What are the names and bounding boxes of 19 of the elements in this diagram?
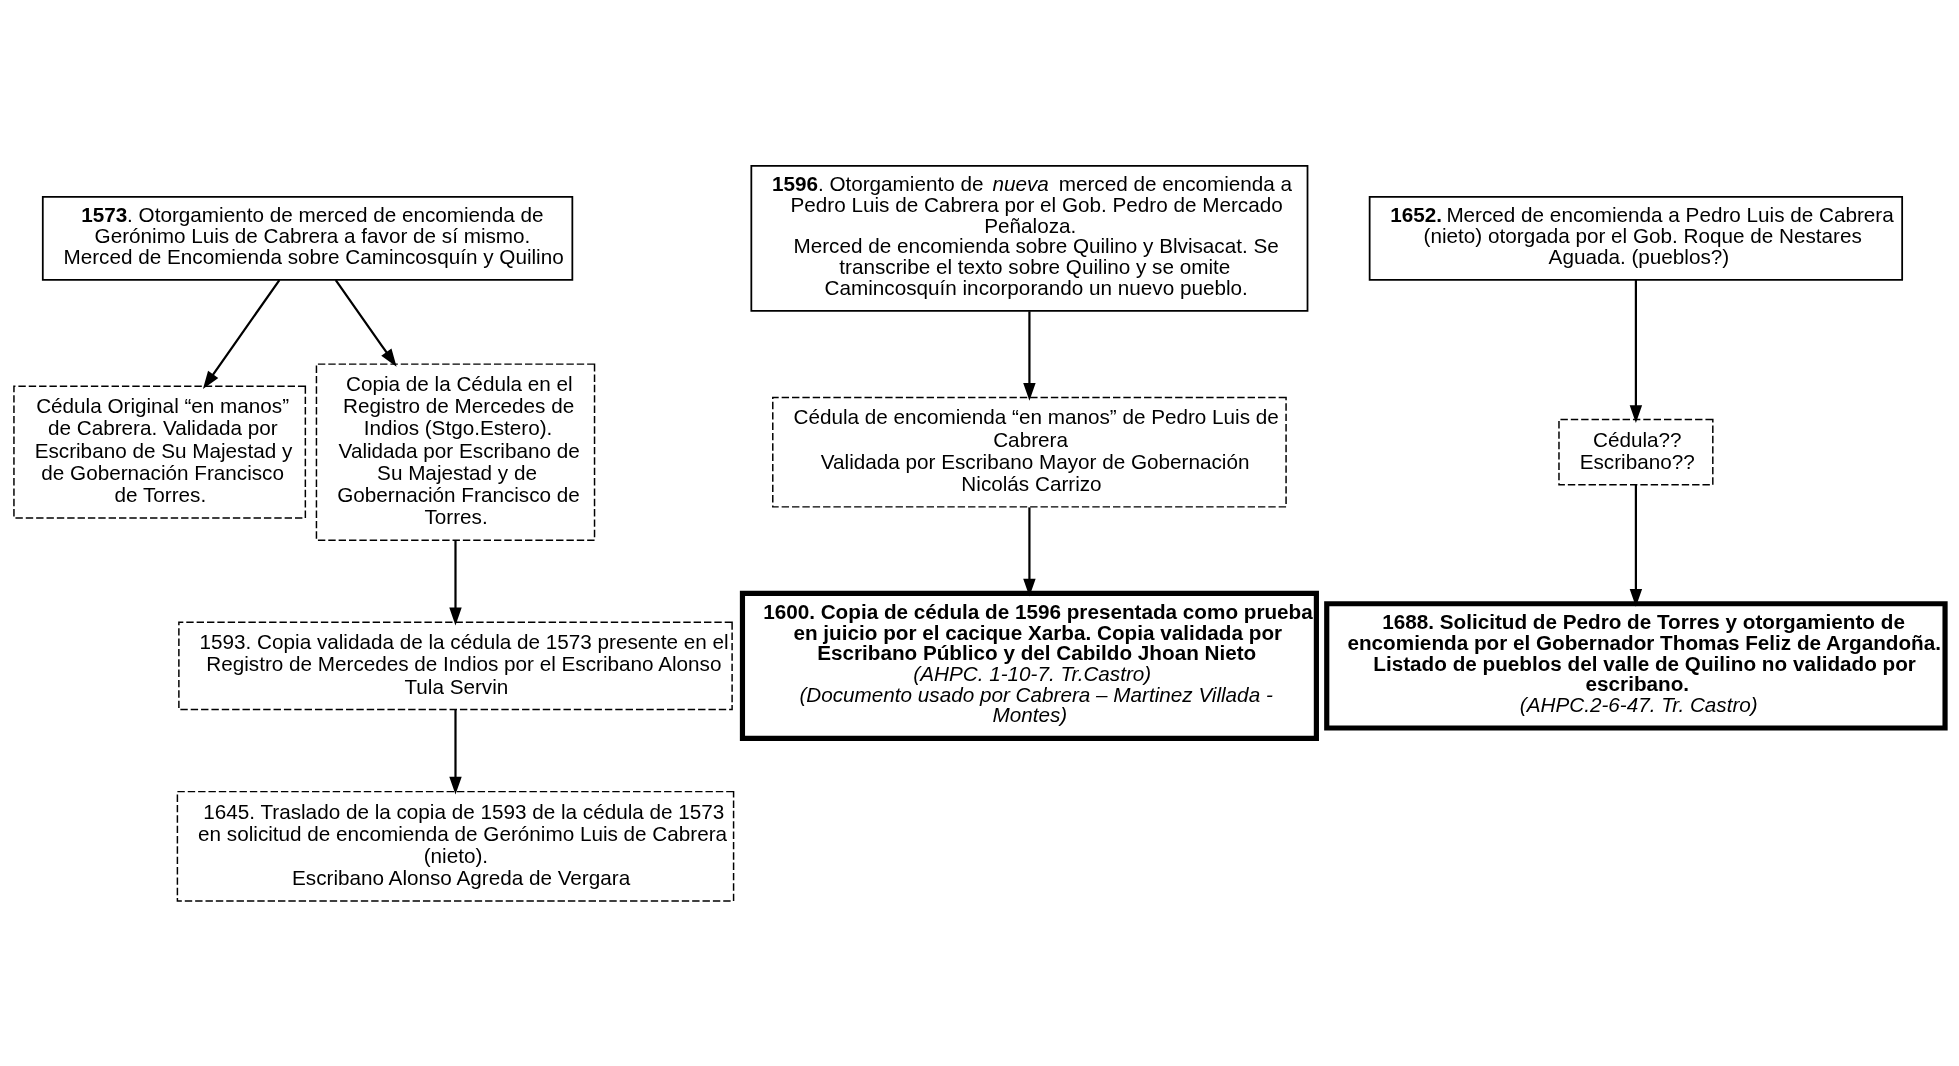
arrow <box>334 278 397 367</box>
node-box: Cédula?? Escribano?? <box>1558 418 1714 485</box>
node-box: 1573. Otorgamiento de merced de encomienda de Gerónimo Luis de Cabrera a favor de sí mismo. Merced de Encomienda sobre Camincosquín y Quilino <box>41 195 574 281</box>
node-box: 1688. Solicitud de Pedro de Torres y otorgamiento de encomienda por el Gobernador Thomas Feliz de Argandoña. Listado de pueblos del valle de Quilino no validado por escribano. (AHPC.2-6-47. Tr. Castro) <box>1324 600 1948 731</box>
node-box: 1593. Copia validada de la cédula de 1573 presente en el Registro de Mercedes de Indios por el Escribano Alonso Tula Servin <box>178 621 733 710</box>
arrow <box>202 278 281 389</box>
arrow <box>449 709 462 795</box>
node-box: 1652. Merced de encomienda a Pedro Luis de Cabrera (nieto) otorgada por el Gob. Roque de Nestares Aguada. (pueblos?) <box>1368 195 1904 281</box>
arrow <box>1023 506 1036 597</box>
arrow <box>1023 310 1036 401</box>
node-box: Copia de la Cédula en el Registro de Mercedes de Indios (Stgo.Estero). Validada por Escribano de Su Majestad y de Gobernación Francisco de Torres. <box>315 362 596 541</box>
node-box: 1596. Otorgamiento de nueva merced de encomienda a Pedro Luis de Cabrera por el Gob. Pedro de Mercado Peñaloza. Merced de encomienda sobre Quilino y Blvisacat. Se transcribe el texto sobre Quilino y se omite Camincosquín incorporando un nuevo pueblo. <box>750 164 1309 312</box>
arrow <box>449 540 462 625</box>
node-box: Cédula de encomienda “en manos” de Pedro Luis de Cabrera Validada por Escribano Mayor de Gobernación Nicolás Carrizo <box>772 396 1287 508</box>
arrow <box>1629 279 1643 423</box>
node-box: 1600. Copia de cédula de 1596 presentada como prueba en juicio por el cacique Xarba. Copia validada por Escribano Público y del Cabildo Jhoan Nieto (AHPC. 1-10-7. Tr.Castro) (Documento usado por Cabrera – Martinez Villada - Montes) <box>739 590 1319 741</box>
node-box: Cédula Original “en manos” de Cabrera. Validada por Escribano de Su Majestad y de Gobernación Francisco de Torres. <box>13 385 307 519</box>
arrow <box>1629 484 1643 607</box>
node-box: 1645. Traslado de la copia de 1593 de la cédula de 1573 en solicitud de encomienda de Gerónimo Luis de Cabrera (nieto). Escribano Alonso Agreda de Vergara <box>176 790 735 902</box>
